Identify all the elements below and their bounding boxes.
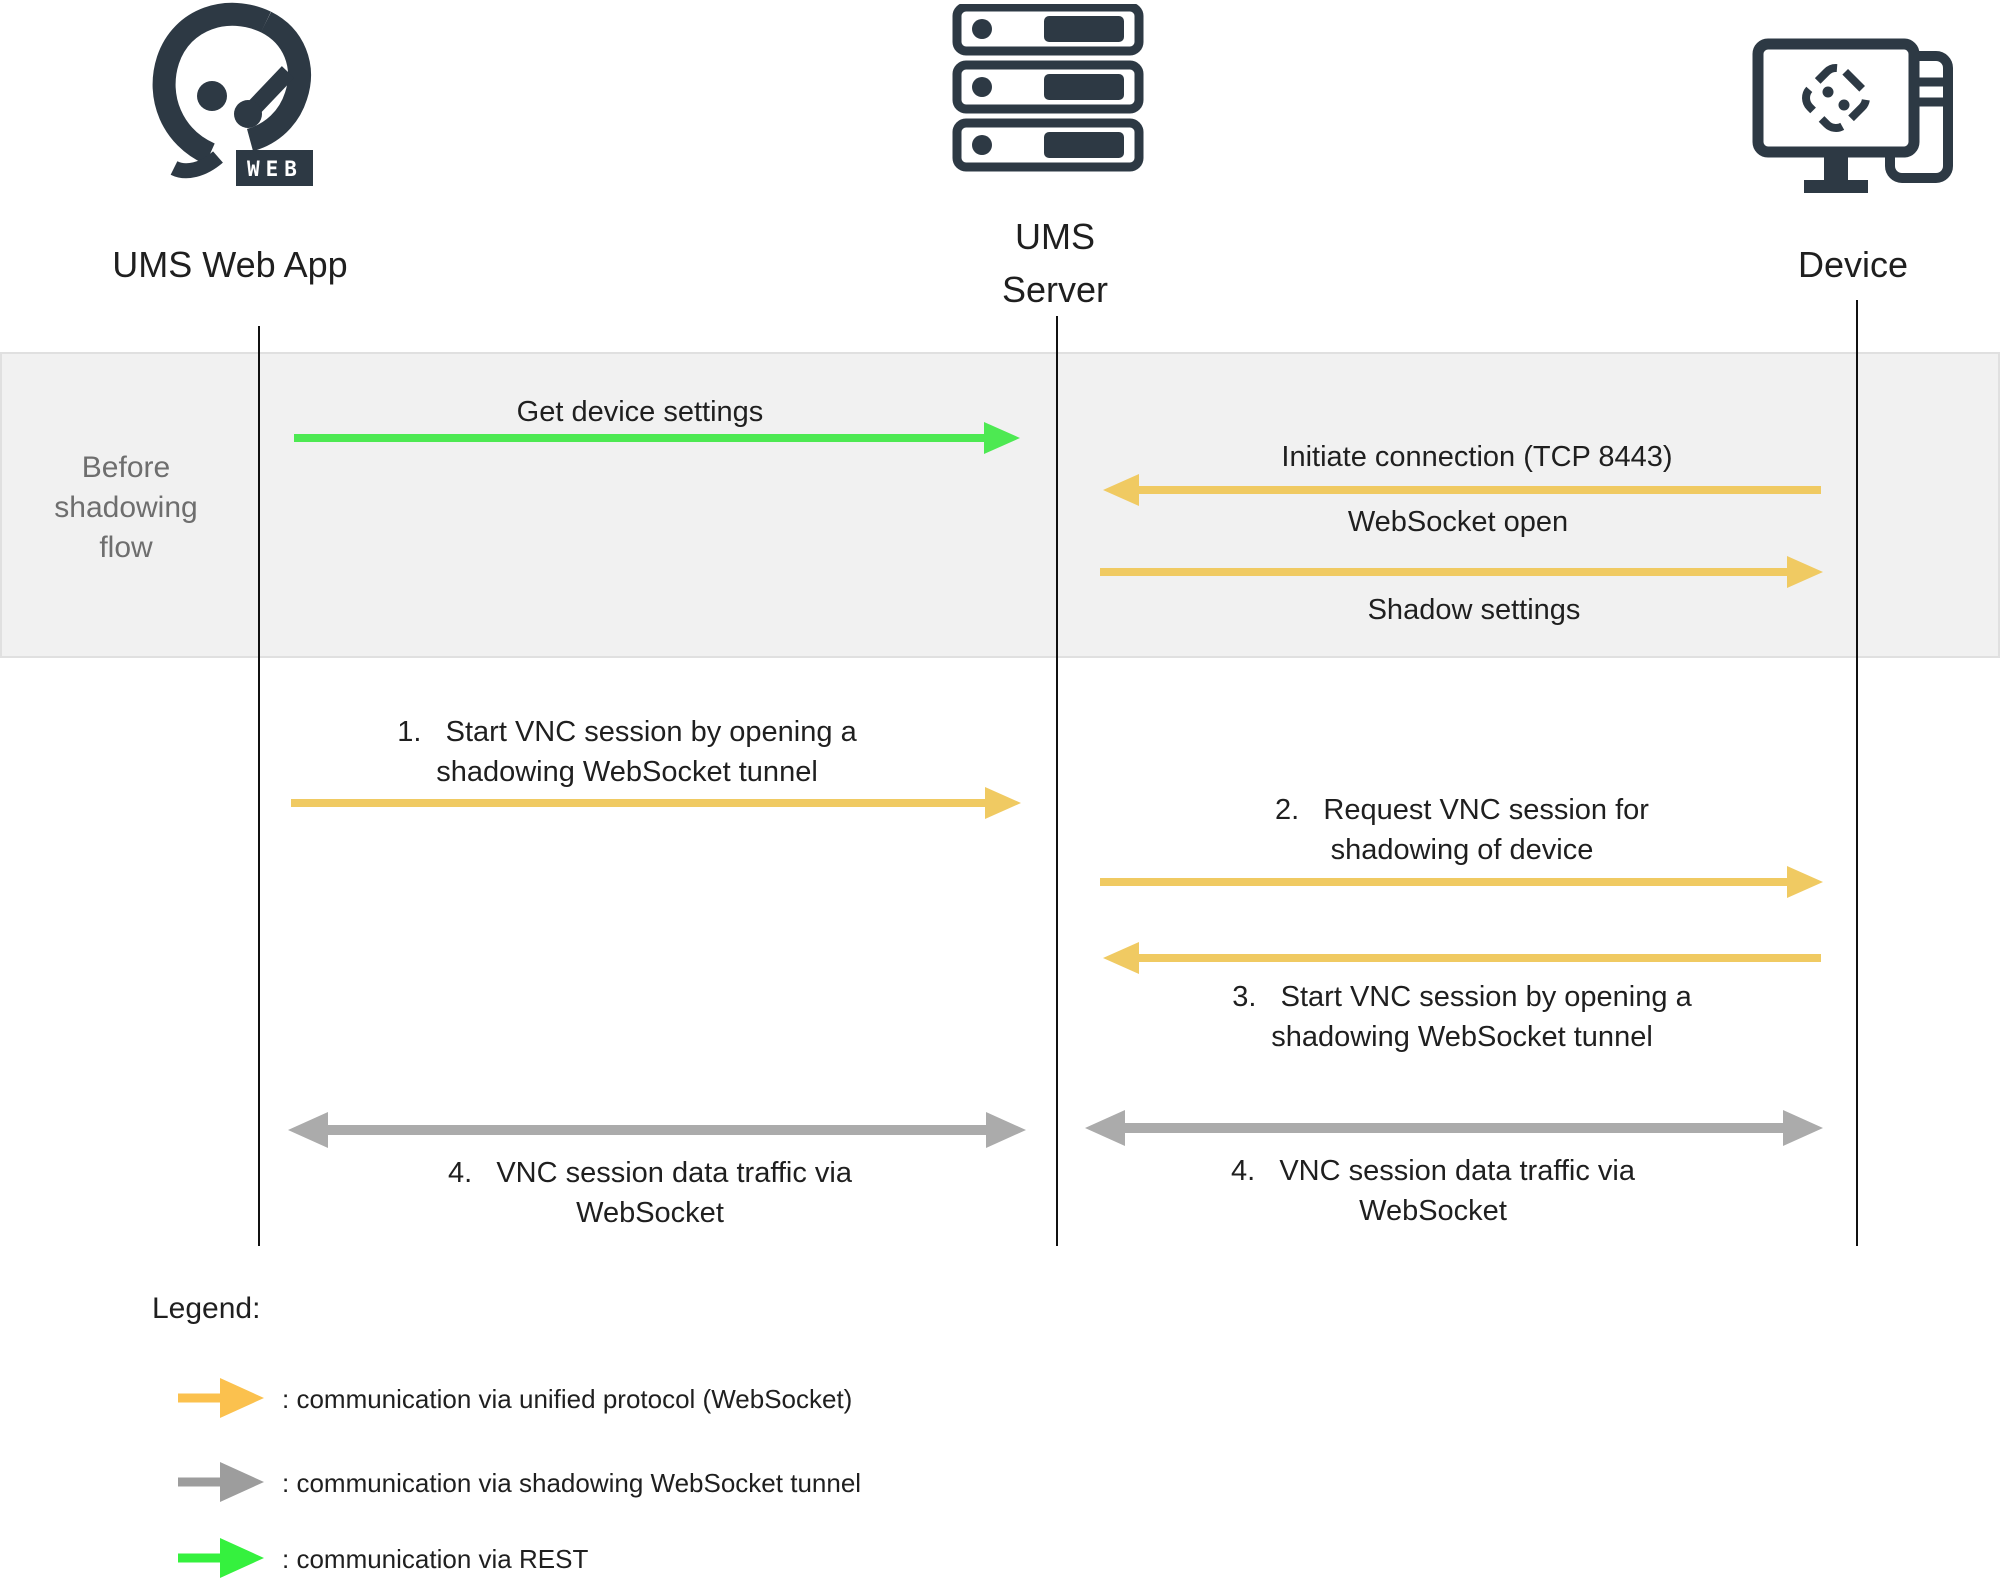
web-badge-text: WEB — [247, 157, 303, 181]
ums-web-logo-icon: WEB — [152, 2, 313, 186]
msg-step4-webapp-server: 4. VNC session data traffic via WebSocke… — [447, 1157, 853, 1229]
arrow-step3-start-vnc — [1103, 942, 1821, 974]
arrow-shadow-settings — [1100, 556, 1823, 588]
msg-step2-request-vnc: 2. Request VNC session for shadowing of … — [1275, 794, 1649, 866]
msg-get-device-settings: Get device settings — [516, 396, 764, 428]
legend-arrow-rest — [178, 1538, 264, 1578]
msg-step3-start-vnc: 3. Start VNC session by opening a shadow… — [1232, 981, 1692, 1053]
server-rack-icon — [952, 4, 1144, 172]
lifeline-ums-server — [1056, 316, 1058, 1246]
msg-step4-server-device: 4. VNC session data traffic via WebSocke… — [1230, 1155, 1636, 1227]
msg-step1-start-vnc: 1. Start VNC session by opening a shadow… — [397, 716, 857, 788]
msg-shadow-settings: Shadow settings — [1367, 594, 1581, 626]
phase-band-label: Before shadowing flow — [54, 451, 198, 564]
arrow-step4-webapp-server — [288, 1112, 1026, 1148]
actor-label-ums-server: UMS Server — [1001, 216, 1109, 310]
device-monitor-icon — [1752, 38, 1953, 193]
legend-arrow-unified-protocol — [178, 1378, 264, 1418]
legend-label-unified-protocol: : communication via unified protocol (We… — [282, 1384, 853, 1414]
arrow-initiate-connection — [1103, 474, 1821, 506]
legend-arrow-shadowing-tunnel — [178, 1462, 264, 1502]
legend-title: Legend: — [152, 1292, 261, 1325]
before-shadowing-phase-band — [0, 352, 2000, 658]
msg-websocket-open: WebSocket open — [1347, 506, 1569, 538]
lifeline-device — [1856, 300, 1858, 1246]
legend-label-shadowing-tunnel: : communication via shadowing WebSocket … — [282, 1468, 862, 1498]
arrow-get-device-settings — [294, 422, 1020, 454]
arrow-step1-start-vnc — [291, 787, 1021, 819]
legend-label-rest: : communication via REST — [282, 1544, 589, 1574]
actor-label-device: Device — [1797, 244, 1909, 285]
actor-label-ums-web-app: UMS Web App — [112, 244, 348, 285]
msg-initiate-connection: Initiate connection (TCP 8443) — [1281, 441, 1673, 473]
arrow-step4-server-device — [1085, 1110, 1823, 1146]
lifeline-ums-web-app — [258, 326, 260, 1246]
arrow-step2-request-vnc — [1100, 866, 1823, 898]
